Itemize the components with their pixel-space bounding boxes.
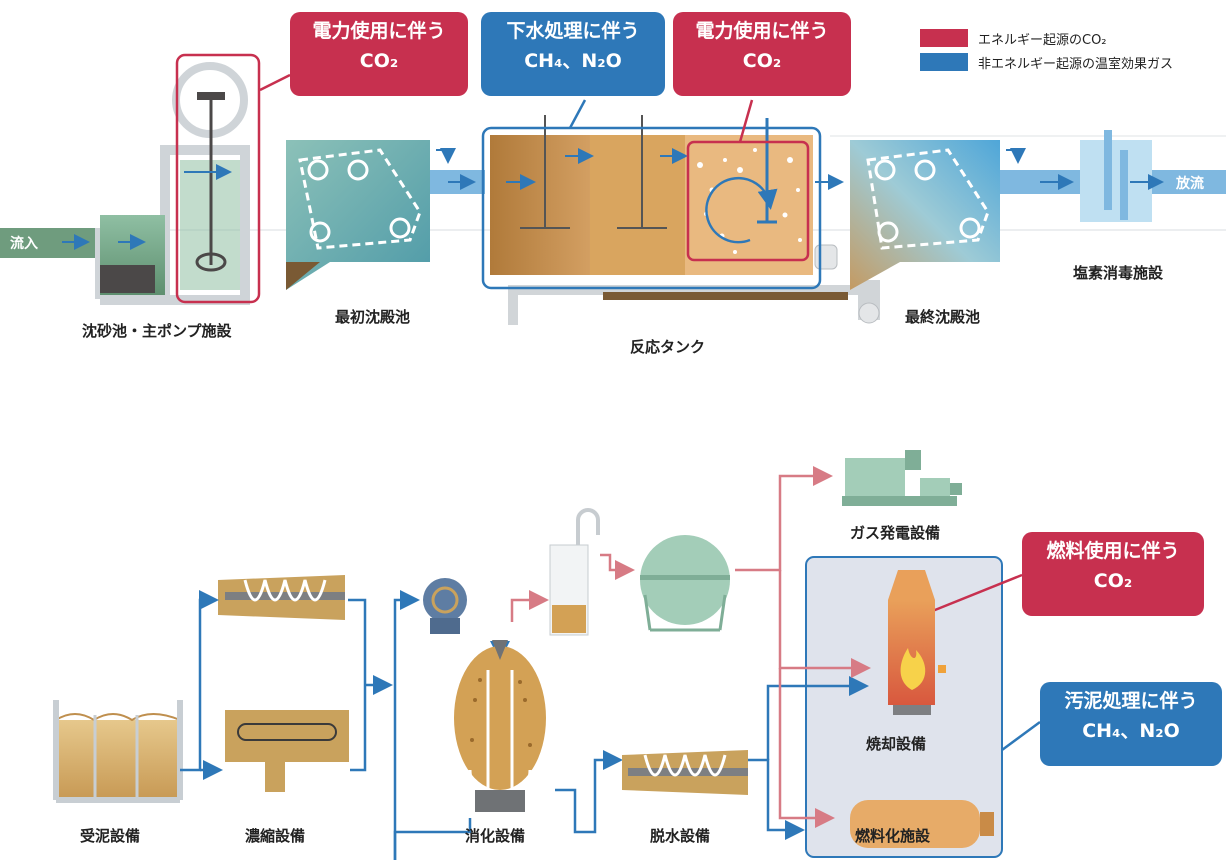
gas-generator xyxy=(842,450,962,506)
grit-chamber-pump-facility xyxy=(95,53,291,305)
callout-line1: 汚泥処理に伴う xyxy=(1064,690,1198,712)
callout-sewage-ch4-n2o: 下水処理に伴う CH₄、N₂O xyxy=(481,12,665,96)
primary-sedimentation-tank xyxy=(286,140,485,290)
outflow-label: 放流 xyxy=(1176,176,1204,192)
label-receiving: 受泥設備 xyxy=(80,827,141,845)
legend-swatch-red xyxy=(920,29,968,47)
receiving-tank xyxy=(53,700,183,803)
label-thickening: 濃縮設備 xyxy=(245,827,306,845)
legend: エネルギー起源のCO₂ 非エネルギー起源の温室効果ガス xyxy=(920,26,1173,74)
incinerator xyxy=(888,570,946,715)
callout-fuel-co2: 燃料使用に伴う CO₂ xyxy=(1022,532,1204,616)
label-incineration: 焼却設備 xyxy=(866,735,927,753)
gas-holder xyxy=(549,508,730,636)
label-grit-pump: 沈砂池・主ポンプ施設 xyxy=(82,322,232,340)
callout-line1: 燃料使用に伴う xyxy=(1046,540,1180,562)
label-final-sedimentation: 最終沈殿池 xyxy=(905,308,981,326)
callout-power-co2-pump: 電力使用に伴う CO₂ xyxy=(290,12,468,96)
label-digestion: 消化設備 xyxy=(465,827,526,845)
final-sedimentation-tank xyxy=(850,140,1080,290)
thickener-centrifuge xyxy=(218,575,345,620)
label-reaction-tank: 反応タンク xyxy=(630,338,706,356)
legend-label: エネルギー起源のCO₂ xyxy=(978,32,1107,48)
digester xyxy=(423,578,546,812)
legend-swatch-blue xyxy=(920,53,968,71)
gas-flow-lines xyxy=(510,466,871,828)
label-fuelization: 燃料化施設 xyxy=(855,827,931,845)
reaction-tank xyxy=(481,99,880,325)
callout-pointer-power-a xyxy=(259,73,291,92)
label-primary-sedimentation: 最初沈殿池 xyxy=(335,308,411,326)
label-dewatering: 脱水設備 xyxy=(650,827,711,845)
grit-sediment xyxy=(100,265,155,293)
primary-sludge xyxy=(286,262,320,290)
callout-line2: CH₄、N₂O xyxy=(1082,720,1180,742)
callout-line2: CO₂ xyxy=(742,50,782,72)
reaction-zone-1 xyxy=(490,135,590,275)
pump-emission-frame xyxy=(175,53,261,304)
callout-line2: CH₄、N₂O xyxy=(524,50,622,72)
reaction-zone-3 xyxy=(685,135,813,275)
reaction-zone-2 xyxy=(590,135,685,275)
pump-motor xyxy=(197,92,225,100)
callout-sludge-ch4-n2o: 汚泥処理に伴う CH₄、N₂O xyxy=(1040,682,1222,766)
callout-line1: 電力使用に伴う xyxy=(312,20,446,42)
legend-label: 非エネルギー起源の温室効果ガス xyxy=(978,56,1174,72)
dewatering-centrifuge xyxy=(622,750,748,795)
callout-line1: 電力使用に伴う xyxy=(695,20,829,42)
legend-item-energy-co2: エネルギー起源のCO₂ xyxy=(920,26,1173,50)
callout-line1: 下水処理に伴う xyxy=(506,20,640,42)
inflow-label: 流入 xyxy=(10,236,38,252)
chlorination-tank xyxy=(1080,130,1226,222)
aeration-emission-frame xyxy=(686,140,810,262)
label-chlorination: 塩素消毒施設 xyxy=(1073,264,1164,282)
reaction-emission-frame xyxy=(481,126,822,290)
fuelization-dryer xyxy=(850,800,994,848)
label-gas-power: ガス発電設備 xyxy=(850,524,941,542)
legend-item-non-energy-ghg: 非エネルギー起源の温室効果ガス xyxy=(920,50,1173,74)
callout-line2: CO₂ xyxy=(1093,570,1133,592)
primary-scraper-chain xyxy=(298,148,422,250)
pump-impeller xyxy=(195,252,227,272)
thickener-belt xyxy=(225,710,349,792)
callout-power-co2-aeration: 電力使用に伴う CO₂ xyxy=(673,12,851,96)
callout-line2: CO₂ xyxy=(359,50,399,72)
